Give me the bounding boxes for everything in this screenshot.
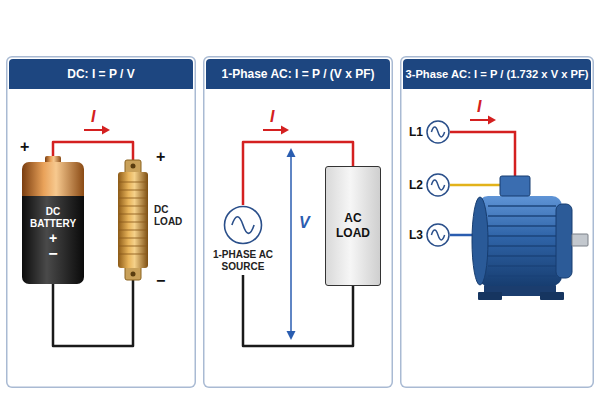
ac-source-symbol <box>426 120 450 144</box>
current-symbol: I <box>477 98 481 116</box>
formula-panel: 3-Phase AC: I = P / (1.732 x V x PF) L1L2… <box>400 56 594 388</box>
current-arrow <box>263 126 289 135</box>
phase-source: L2 <box>426 173 450 197</box>
polarity-sign: + <box>156 148 165 166</box>
polarity-sign: + <box>20 138 29 156</box>
phase-wire <box>450 132 515 176</box>
load-label: DC LOAD <box>154 204 190 228</box>
panel-header: DC: I = P / V <box>9 59 193 89</box>
load-label: AC LOAD <box>333 211 373 241</box>
wire-path <box>53 280 133 346</box>
panel-header: 3-Phase AC: I = P / (1.732 x V x PF) <box>403 59 591 89</box>
phase-label: L3 <box>404 227 423 243</box>
ac-source: 1-PHASE AC SOURCE <box>205 205 281 275</box>
label-anchor: I <box>477 98 481 116</box>
phase-label: L2 <box>404 177 423 193</box>
label-anchor: − <box>156 272 165 290</box>
circuit-wire <box>53 280 133 346</box>
current-arrow <box>470 116 496 125</box>
label-anchor: + <box>156 148 165 166</box>
ac-source-symbol <box>223 205 263 245</box>
circuit-wire <box>53 142 133 160</box>
label-anchor: V <box>299 214 310 232</box>
phase-wire <box>450 184 500 187</box>
voltage-symbol: V <box>299 214 310 232</box>
resistor-symbol <box>116 160 150 280</box>
current-symbol: I <box>270 108 274 126</box>
ac-load-box: AC LOAD <box>325 166 381 286</box>
label-anchor: I <box>91 108 95 126</box>
wire-path <box>53 142 133 160</box>
polarity-sign: + <box>18 230 88 246</box>
current-symbol: I <box>91 108 95 126</box>
formula-panel: 1-Phase AC: I = P / (V x PF) 1-PHASE AC S… <box>203 56 393 388</box>
phase-wire <box>450 234 473 237</box>
dc-load-resistor: DC LOAD <box>116 160 150 280</box>
source-label: 1-PHASE AC SOURCE <box>205 249 281 273</box>
current-arrow <box>84 126 110 135</box>
dc-battery: DC BATTERY+− <box>18 156 88 284</box>
label-anchor: + <box>20 138 29 156</box>
formula-panel: DC: I = P / VDC BATTERY+−DC LOAD <box>6 56 196 388</box>
battery-label: DC BATTERY <box>27 206 79 230</box>
label-anchor: I <box>270 108 274 126</box>
phase-source: L3 <box>426 223 450 247</box>
panel-header: 1-Phase AC: I = P / (V x PF) <box>206 59 390 89</box>
phase-label: L1 <box>404 124 423 140</box>
voltage-arrow <box>287 148 296 340</box>
polarity-sign: − <box>18 246 88 262</box>
polarity-sign: − <box>156 272 165 290</box>
motor-illustration <box>472 176 588 300</box>
ac-source-symbol <box>426 223 450 247</box>
phase-source: L1 <box>426 120 450 144</box>
ac-source-symbol <box>426 173 450 197</box>
